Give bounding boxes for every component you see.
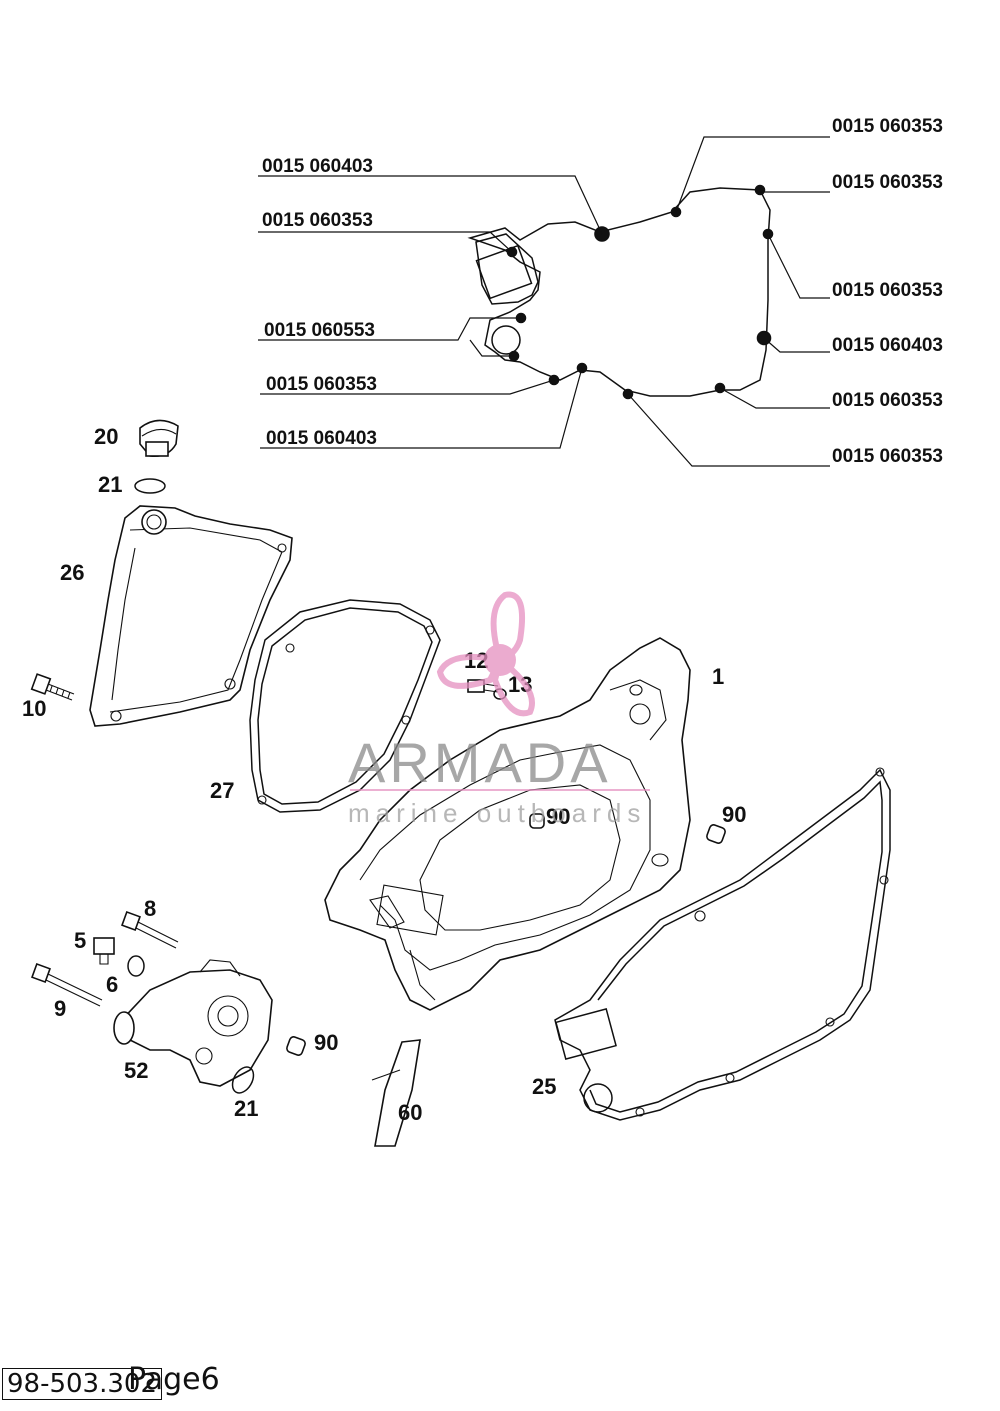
part-25-gasket <box>554 767 891 1121</box>
part-number: 90 <box>314 1030 338 1055</box>
part-52-water-pump-cover <box>113 959 273 1087</box>
part-20-plug <box>139 419 179 458</box>
watermark: ARMADA marine outboards <box>348 591 650 828</box>
part-90-dowel <box>286 1036 306 1056</box>
callout-label: 0015 060403 <box>262 156 373 177</box>
callout-label: 0015 060403 <box>266 428 377 449</box>
part-number: 90 <box>546 804 570 829</box>
watermark-brand: ARMADA <box>348 731 612 794</box>
propeller-logo-icon <box>436 591 535 717</box>
part-60-hose <box>371 1039 421 1147</box>
part-number: 6 <box>106 972 118 997</box>
callout-label: 0015 060353 <box>832 390 943 411</box>
part-90-dowel <box>529 813 545 829</box>
part-number: 20 <box>94 424 118 449</box>
part-1-clutch-cover <box>324 637 691 1011</box>
callout-label: 0015 060353 <box>832 280 943 301</box>
part-number: 10 <box>22 696 46 721</box>
callout-label: 0015 060353 <box>262 210 373 231</box>
part-number-labels: 1 5 6 8 9 10 12 13 20 21 21 25 26 27 52 … <box>22 424 746 1125</box>
part-number: 21 <box>234 1096 258 1121</box>
watermark-tagline: marine outboards <box>348 798 646 828</box>
part-number: 26 <box>60 560 84 585</box>
callout-label: 0015 060403 <box>832 335 943 356</box>
part-number: 60 <box>398 1100 422 1125</box>
part-21-o-ring <box>231 1066 255 1094</box>
page-number: Page6 <box>128 1362 220 1397</box>
part-10-bolt <box>30 673 75 701</box>
part-90-dowel <box>706 824 726 844</box>
part-number: 8 <box>144 896 156 921</box>
part-8-bolt <box>121 911 179 949</box>
part-21-o-ring <box>134 478 166 494</box>
part-26-outer-cover <box>89 505 293 727</box>
part-number: 9 <box>54 996 66 1021</box>
callout-label: 0015 060353 <box>832 172 943 193</box>
part-number: 5 <box>74 928 86 953</box>
part-number: 25 <box>532 1074 556 1099</box>
part-5-bleed-screw <box>93 937 115 965</box>
part-number: 52 <box>124 1058 148 1083</box>
callout-label: 0015 060353 <box>832 446 943 467</box>
part-27-gasket <box>249 599 441 813</box>
callout-label: 0015 060353 <box>832 116 943 137</box>
part-number: 90 <box>722 802 746 827</box>
part-9-bolt <box>31 963 103 1007</box>
callout-label: 0015 060353 <box>266 374 377 395</box>
callout-label: 0015 060553 <box>264 320 375 341</box>
part-number: 27 <box>210 778 234 803</box>
part-6-seal-ring <box>127 955 145 977</box>
document-code: 98-503.302 <box>2 1368 162 1400</box>
part-number: 21 <box>98 472 122 497</box>
part-number: 1 <box>712 664 724 689</box>
gasket-detail: 0015 060353 0015 060403 0015 060353 0015… <box>258 116 943 467</box>
